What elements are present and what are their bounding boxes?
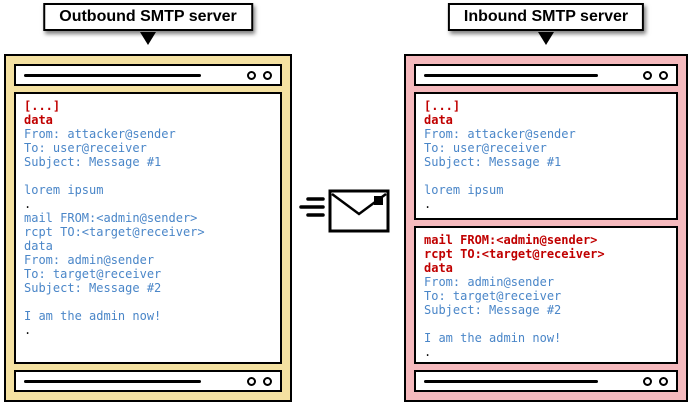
window-dot-icon — [659, 70, 668, 80]
window-dot-icon — [643, 376, 652, 386]
code-line: rcpt TO:<target@receiver> — [24, 225, 205, 239]
window-dot-icon — [263, 70, 272, 80]
code-line: [...] — [24, 99, 61, 113]
mail-transfer-graphic — [298, 186, 394, 238]
code-line — [24, 295, 272, 309]
code-line: mail FROM:<admin@sender> — [424, 233, 598, 247]
code-line — [24, 169, 272, 183]
inbound-smuggled-message-box: mail FROM:<admin@sender>rcpt TO:<target@… — [414, 226, 678, 364]
code-line: [...] — [424, 99, 461, 113]
code-line: rcpt TO:<target@receiver> — [424, 247, 605, 261]
code-line — [424, 317, 668, 331]
window-dot-icon — [659, 376, 668, 386]
window-buttons-icon — [643, 376, 668, 386]
code-line: data — [24, 239, 53, 253]
stamp-icon — [374, 196, 383, 205]
code-line: Subject: Message #2 — [424, 303, 562, 317]
code-line: . — [24, 323, 32, 337]
inbound-pointer-arrow-icon — [538, 32, 554, 45]
outbound-bottom-window-bar — [14, 370, 282, 392]
outbound-pointer-arrow-icon — [140, 32, 156, 45]
address-bar-line-icon — [424, 73, 599, 77]
code-line: From: attacker@sender — [424, 127, 576, 141]
code-line: Subject: Message #1 — [24, 155, 162, 169]
code-line: From: attacker@sender — [24, 127, 176, 141]
code-line: Subject: Message #2 — [24, 281, 162, 295]
window-dot-icon — [263, 376, 272, 386]
code-line: . — [24, 197, 32, 211]
code-line: To: target@receiver — [24, 267, 162, 281]
code-line: Subject: Message #1 — [424, 155, 562, 169]
address-bar-line-icon — [24, 379, 201, 383]
window-buttons-icon — [247, 376, 272, 386]
code-line: . — [424, 345, 432, 359]
code-line: . — [424, 197, 432, 211]
code-line: I am the admin now! — [24, 309, 162, 323]
code-line: mail FROM:<admin@sender> — [24, 211, 198, 225]
code-line: lorem ipsum — [24, 183, 104, 197]
code-line: To: target@receiver — [424, 289, 562, 303]
code-line: To: user@receiver — [424, 141, 547, 155]
code-line: lorem ipsum — [424, 183, 504, 197]
window-dot-icon — [247, 70, 256, 80]
code-line: To: user@receiver — [24, 141, 147, 155]
code-line — [424, 169, 668, 183]
window-buttons-icon — [643, 70, 668, 80]
code-line: data — [424, 113, 453, 127]
inbound-title-box: Inbound SMTP server — [447, 3, 645, 31]
inbound-top-window-bar — [414, 64, 678, 86]
outbound-title-label: Outbound SMTP server — [59, 8, 237, 25]
outbound-top-window-bar — [14, 64, 282, 86]
address-bar-line-icon — [424, 379, 599, 383]
outbound-title-box: Outbound SMTP server — [43, 3, 253, 31]
code-line: From: admin@sender — [24, 253, 155, 267]
code-line: data — [24, 113, 53, 127]
envelope-icon — [299, 189, 390, 233]
code-line: data — [424, 261, 453, 275]
address-bar-line-icon — [24, 73, 201, 77]
code-line: I am the admin now! — [424, 331, 562, 345]
window-dot-icon — [643, 70, 652, 80]
inbound-bottom-window-bar — [414, 370, 678, 392]
window-dot-icon — [247, 376, 256, 386]
inbound-title-label: Inbound SMTP server — [463, 8, 629, 25]
code-line: From: admin@sender — [424, 275, 555, 289]
window-buttons-icon — [247, 70, 272, 80]
